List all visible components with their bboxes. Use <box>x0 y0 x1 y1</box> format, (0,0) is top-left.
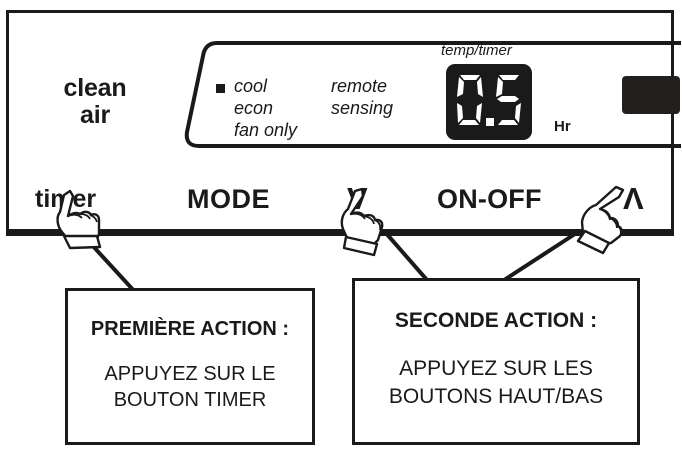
callout-first-action-title: PREMIÈRE ACTION : <box>90 318 290 340</box>
ir-receiver-window <box>622 76 680 114</box>
mode-indicator-group: cool econ fan only <box>216 75 297 141</box>
lcd-display <box>446 64 532 140</box>
mode-list: cool econ fan only <box>234 75 297 141</box>
button-mode[interactable]: MODE <box>187 184 270 214</box>
button-down-chevron-icon[interactable]: V <box>347 181 368 216</box>
callout-first-action-line-1: APPUYEZ SUR LE <box>104 363 276 385</box>
brand-label: clean air <box>35 75 155 129</box>
mode-item-cool: cool <box>234 76 268 96</box>
button-up-chevron-icon[interactable]: Λ <box>623 181 644 216</box>
brand-line-2: air <box>80 101 110 129</box>
hour-unit-label: Hr <box>554 118 571 135</box>
display-bezel <box>181 40 681 150</box>
control-panel: clean air cool econ fan only remote sens… <box>6 10 681 236</box>
callout-first-action-body: APPUYEZ SUR LE BOUTON TIMER <box>68 361 312 413</box>
remote-sensing-label: remote sensing <box>331 75 393 119</box>
brand-line-1: clean <box>63 74 127 102</box>
callout-first-action: PREMIÈRE ACTION : APPUYEZ SUR LE BOUTON … <box>65 288 315 445</box>
callout-second-action-title: SECONDE ACTION : <box>394 309 598 332</box>
callout-second-action: SECONDE ACTION : APPUYEZ SUR LES BOUTONS… <box>352 278 640 445</box>
button-on-off[interactable]: ON-OFF <box>437 184 542 214</box>
button-timer[interactable]: timer <box>35 185 97 213</box>
remote-sensing-line-1: remote <box>331 76 388 96</box>
callout-second-action-line-2: BOUTONS HAUT/BAS <box>388 385 604 408</box>
callout-first-action-line-2: BOUTON TIMER <box>113 389 267 411</box>
mode-item-econ: econ <box>234 98 274 118</box>
temp-timer-caption: temp/timer <box>441 42 512 59</box>
remote-sensing-line-2: sensing <box>331 98 394 118</box>
callout-second-action-body: APPUYEZ SUR LES BOUTONS HAUT/BAS <box>355 355 637 411</box>
mode-selected-square-icon <box>216 84 225 93</box>
callout-second-action-line-1: APPUYEZ SUR LES <box>399 357 593 380</box>
mode-item-fan-only: fan only <box>234 120 298 140</box>
